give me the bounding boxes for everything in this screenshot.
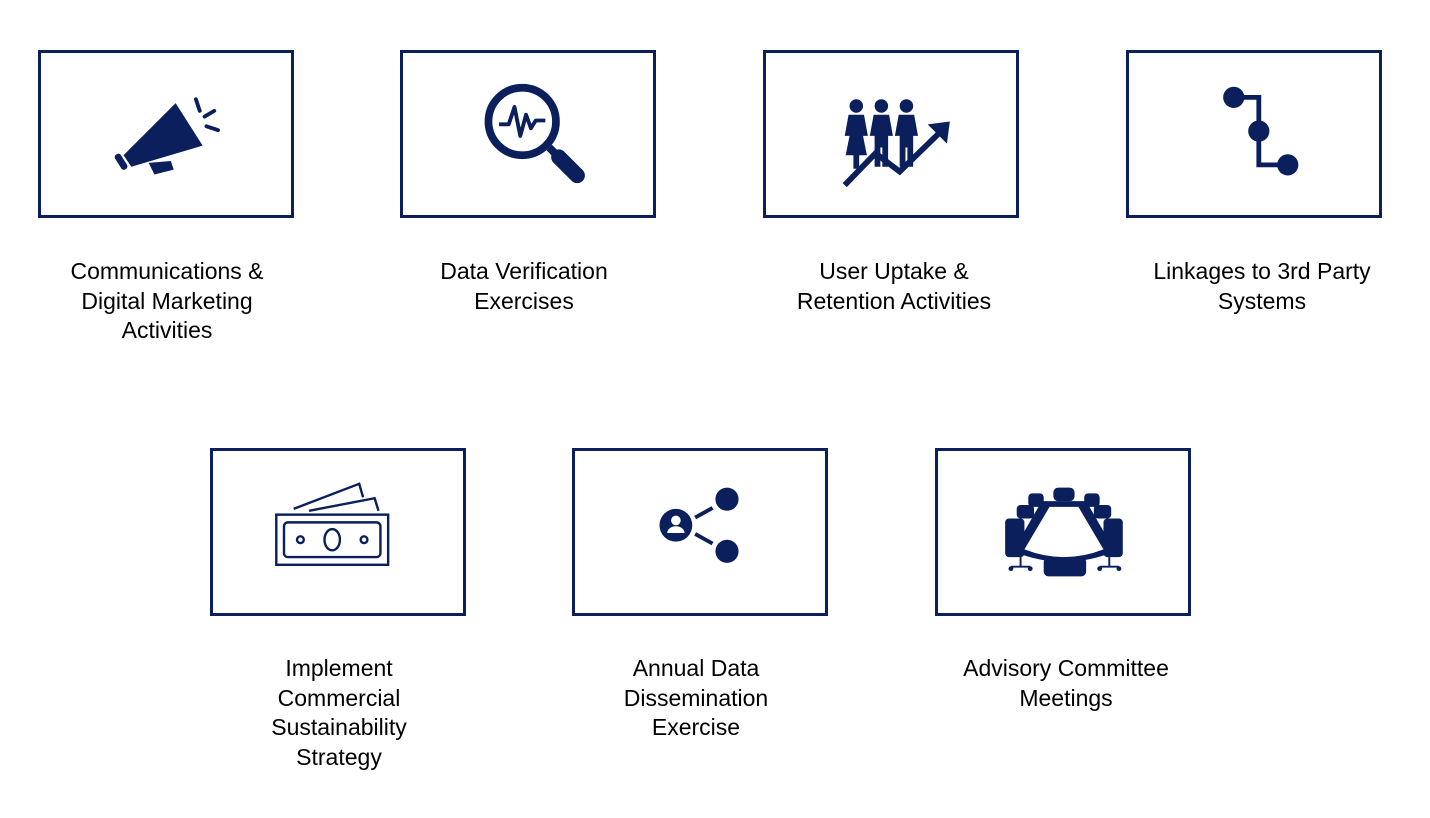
connected-nodes-icon: [1223, 86, 1299, 176]
label-data-dissemination: Annual Data Dissemination Exercise: [623, 655, 769, 740]
tile-communications: [38, 50, 294, 218]
tile-data-verification: [400, 50, 656, 218]
megaphone-icon: [114, 97, 220, 175]
tile-linkages: [1126, 50, 1382, 218]
label-advisory-committee: Advisory Committee Meetings: [963, 655, 1169, 711]
tile-user-uptake: [763, 50, 1019, 218]
label-data-verification: Data Verification Exercises: [440, 258, 608, 314]
meeting-table-icon: [1005, 487, 1123, 577]
tile-data-dissemination: [572, 448, 828, 616]
label-linkages: Linkages to 3rd Party Systems: [1153, 258, 1371, 314]
label-commercial-sustainability: Implement Commercial Sustainability Stra…: [271, 655, 407, 770]
banknote-icon: [275, 482, 390, 566]
tile-advisory-committee: [935, 448, 1191, 616]
share-network-icon: [659, 487, 739, 563]
magnifier-pulse-icon: [484, 83, 585, 184]
people-growth-icon: [842, 99, 950, 188]
label-user-uptake: User Uptake & Retention Activities: [796, 258, 992, 314]
tile-commercial-sustainability: [210, 448, 466, 616]
label-communications: Communications & Digital Marketing Activ…: [70, 258, 264, 343]
